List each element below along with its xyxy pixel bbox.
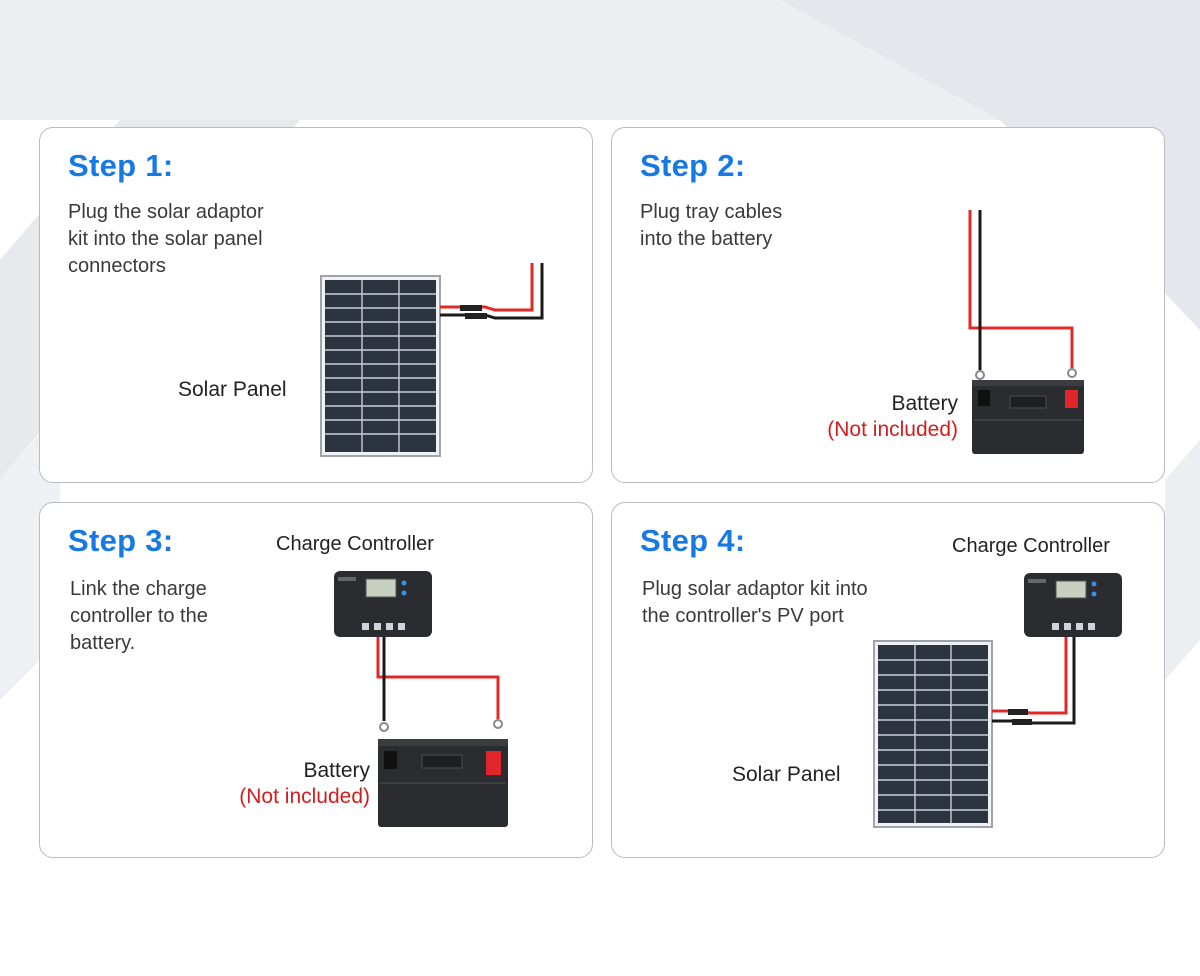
battery-label: Battery (303, 759, 370, 782)
step-2-title: Step 2: (640, 148, 746, 183)
step-4-card: Step 4: Plug solar adaptor kit into the … (611, 502, 1165, 858)
step-1-title: Step 1: (68, 148, 174, 183)
step-4-title: Step 4: (640, 523, 746, 558)
cable-icon (440, 263, 544, 320)
panel-cells (325, 280, 436, 452)
step-2-description: Plug tray cables into the battery (640, 201, 783, 250)
cable-icon (992, 637, 1076, 725)
step-1-card: Step 1: Plug the solar adaptor kit into … (39, 127, 593, 483)
step-3-description: Link the charge controller to the batter… (70, 578, 208, 654)
step-3-card: Step 3: Link the charge controller to th… (39, 502, 593, 858)
battery-icon (968, 210, 1084, 454)
cable-icon (968, 210, 1077, 380)
cable-icon (376, 637, 503, 732)
solar-panel-icon (873, 573, 1122, 828)
charge-controller-label: Charge Controller (952, 535, 1110, 557)
solar-panel-icon (320, 263, 544, 457)
battery-label: Battery (891, 392, 958, 415)
charge-controller-icon (1024, 573, 1122, 637)
charge-controller-label: Charge Controller (276, 533, 434, 555)
battery-note-label: (Not included) (239, 785, 370, 808)
step-4-description: Plug solar adaptor kit into the controll… (642, 578, 868, 627)
solar-panel-label: Solar Panel (178, 378, 287, 401)
step-1-description: Plug the solar adaptor kit into the sola… (68, 201, 264, 277)
charge-controller-icon (334, 571, 508, 827)
battery-note-label: (Not included) (827, 418, 958, 441)
step-3-title: Step 3: (68, 523, 174, 558)
step-2-card: Step 2: Plug tray cables into the batter… (611, 127, 1165, 483)
solar-panel-label: Solar Panel (732, 763, 841, 786)
